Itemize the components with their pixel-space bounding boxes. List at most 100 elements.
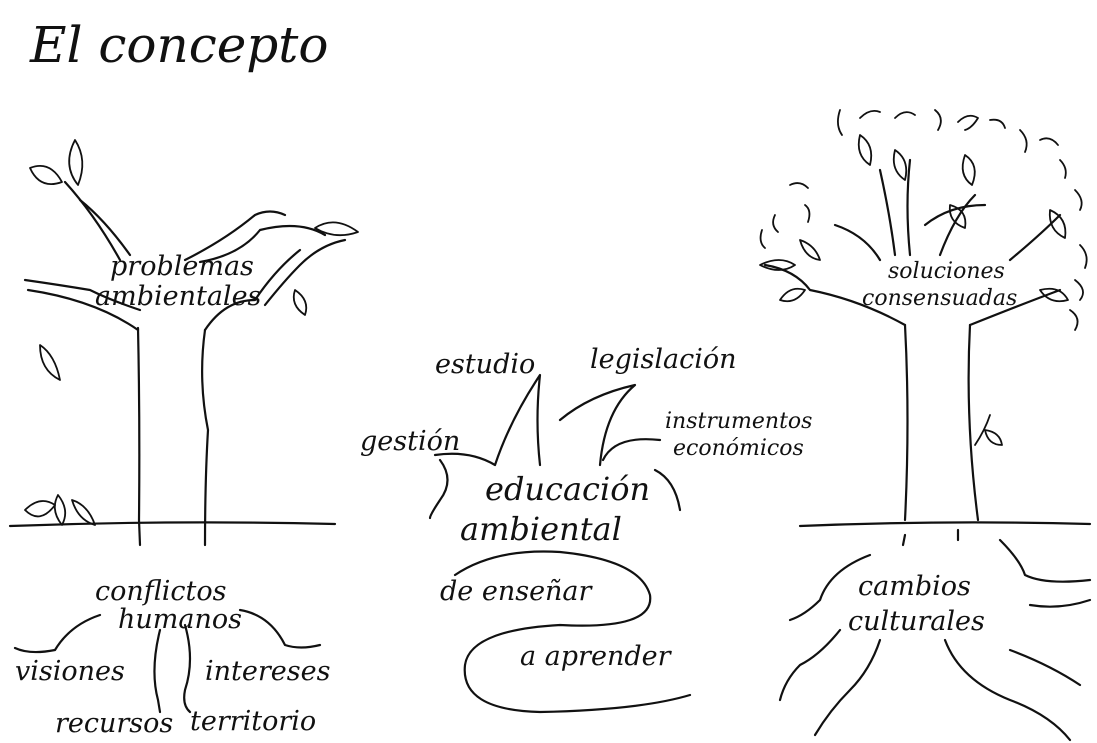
left-branch — [26, 288, 140, 332]
canopy-mark — [804, 204, 811, 223]
left-branch — [78, 198, 132, 257]
leaf-icon — [759, 259, 796, 271]
right-root-label: culturales — [848, 606, 985, 637]
leaf-icon — [29, 164, 63, 186]
right-crown-label: consensuadas — [862, 286, 1017, 311]
canopy-mark — [1069, 309, 1079, 331]
leaf-icon — [779, 287, 806, 303]
right-trunk-right — [967, 323, 980, 522]
right-branch — [923, 203, 987, 227]
leaf-icon — [314, 221, 359, 237]
right-root-label: cambios — [858, 571, 971, 602]
right-branch — [1008, 213, 1062, 262]
right-branch — [938, 193, 977, 257]
root-item-intereses: intereses — [205, 656, 330, 687]
source-instrumentos: instrumentos — [665, 409, 812, 434]
canopy-mark — [894, 111, 916, 119]
canopy-mark — [772, 214, 779, 233]
loop-from-label: de enseñar — [440, 576, 594, 607]
right-branch — [968, 288, 1062, 327]
root-item-recursos: recursos — [55, 708, 173, 739]
canopy-mark — [1019, 129, 1028, 153]
source-gestion: gestión — [360, 426, 460, 457]
source-economicos: económicos — [673, 436, 804, 461]
flame-tongue — [428, 458, 449, 520]
root-item-visiones: visiones — [15, 656, 125, 687]
leaf-icon — [892, 149, 908, 181]
right-crown-label: soluciones — [888, 259, 1005, 284]
flame-tongue — [558, 383, 637, 467]
leaf-icon — [292, 289, 308, 316]
canopy-mark — [989, 118, 1006, 129]
right-trunk-left — [903, 323, 909, 522]
canopy-mark — [1039, 137, 1059, 146]
leaf-icon — [68, 139, 84, 186]
leaf-icon — [24, 500, 56, 518]
right-root — [813, 638, 882, 737]
canopy-mark — [759, 229, 766, 249]
learning-loop — [453, 550, 692, 714]
canopy-mark — [934, 109, 942, 131]
flame-core-label: educación — [485, 470, 650, 508]
canopy-mark — [1074, 189, 1083, 211]
canopy-mark — [957, 114, 979, 131]
canopy-mark — [837, 109, 843, 136]
left-root — [153, 628, 162, 714]
right-ground-line — [798, 521, 1092, 528]
canopy-mark — [859, 109, 881, 119]
left-root-label: conflictos — [95, 576, 227, 607]
right-root — [778, 628, 842, 702]
right-root — [998, 538, 1092, 583]
flame-tongue — [433, 373, 542, 467]
left-branch — [263, 238, 347, 307]
leaf-icon — [961, 154, 976, 186]
left-root — [13, 613, 102, 654]
left-branch — [198, 224, 327, 264]
right-branch — [906, 158, 912, 257]
source-legislacion: legislación — [590, 344, 737, 375]
right-root — [901, 533, 907, 547]
leaf-icon — [1039, 287, 1069, 303]
right-root — [1008, 648, 1082, 687]
left-branch — [23, 278, 142, 312]
canopy-mark — [1079, 244, 1088, 269]
leaf-icon — [857, 134, 873, 166]
leaf-icon — [53, 494, 67, 526]
right-tree: soluciones consensuadas cambios cultural… — [759, 109, 1092, 742]
left-crown-label: problemas — [110, 251, 254, 282]
right-branch — [833, 223, 882, 262]
canopy-mark — [1074, 279, 1084, 301]
leaf-icon — [984, 429, 1003, 446]
left-root — [238, 608, 322, 649]
left-root — [183, 623, 192, 714]
flame-tongue — [653, 468, 682, 512]
right-root — [788, 553, 872, 622]
leaf-icon — [799, 239, 821, 261]
loop-to-label: a aprender — [520, 641, 673, 672]
source-estudio: estudio — [435, 349, 535, 380]
right-root — [1028, 598, 1092, 608]
right-branch — [878, 168, 897, 257]
right-root — [943, 638, 1072, 742]
left-branch — [63, 180, 122, 262]
left-tree: problemas ambientales conflictos humanos… — [8, 139, 359, 739]
flame-tongue — [601, 438, 662, 462]
leaf-icon — [948, 204, 967, 229]
left-ground-line — [8, 521, 337, 528]
canopy-mark — [1059, 159, 1067, 179]
canopy-mark — [789, 182, 809, 189]
leaf-icon — [39, 344, 61, 381]
left-trunk-right — [201, 328, 210, 547]
right-trunk-sprout — [974, 414, 991, 446]
left-trunk-left — [136, 326, 142, 547]
leaf-icon — [1048, 209, 1067, 239]
root-item-territorio: territorio — [190, 706, 316, 737]
left-branch — [183, 210, 287, 262]
left-crown-label: ambientales — [95, 281, 261, 312]
flame-core-label: ambiental — [460, 510, 622, 548]
left-branch — [203, 248, 302, 332]
right-branch — [763, 263, 907, 327]
left-root-label: humanos — [118, 604, 242, 635]
page-title: El concepto — [29, 16, 329, 74]
